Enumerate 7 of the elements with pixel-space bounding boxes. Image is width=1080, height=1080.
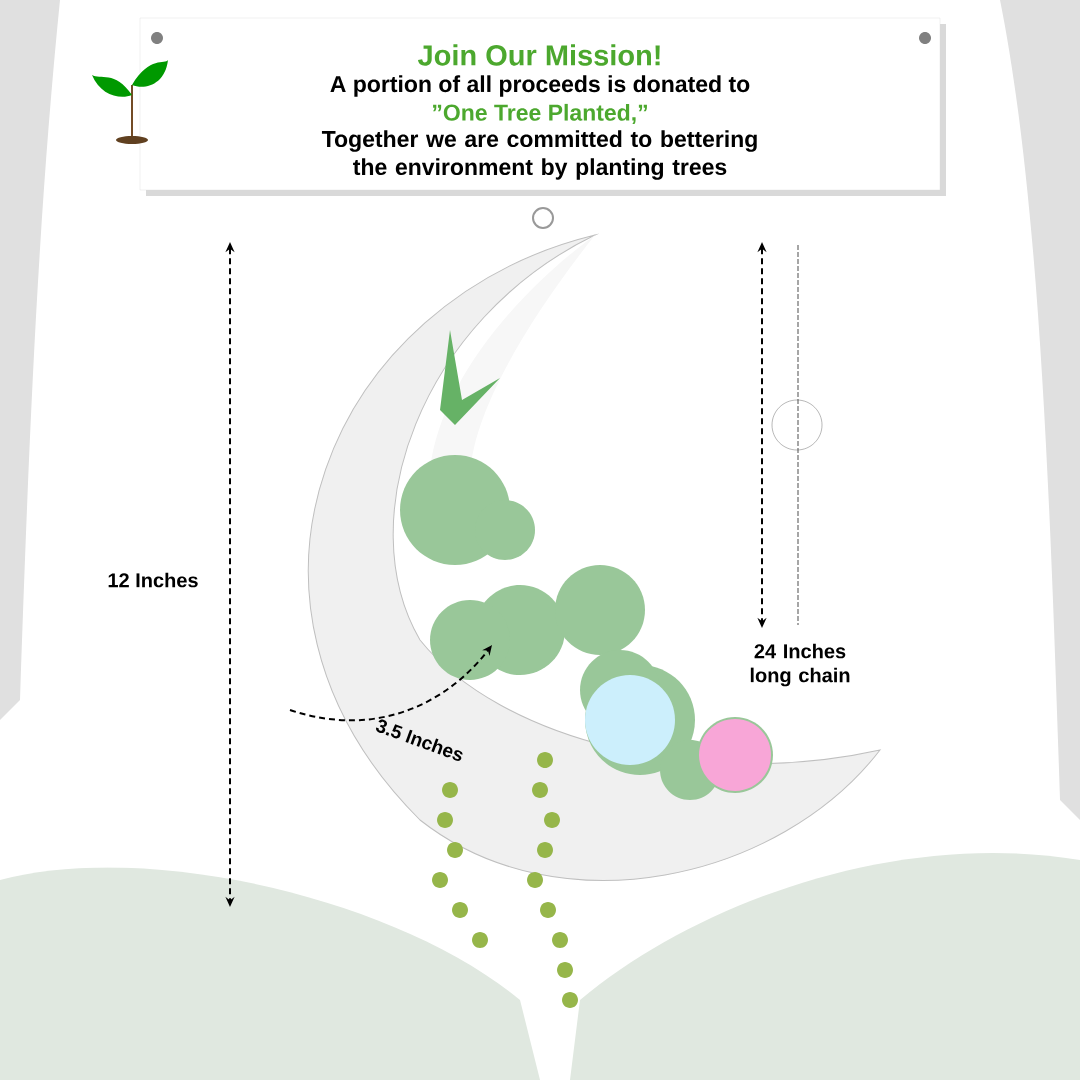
banner-text: ”One Tree Planted,”	[433, 103, 647, 125]
dimension-label: 12 Inches	[108, 572, 198, 588]
dimension-label: 3.5 Inches	[376, 719, 463, 761]
banner-text: A portion of all proceeds is donated to	[330, 75, 750, 97]
banner-text: Together we are committed to bettering the environment by planting trees	[321, 130, 757, 180]
dimension-label: 24 Inches long chain	[750, 643, 850, 687]
banner-title: Join Our Mission!	[418, 44, 660, 66]
